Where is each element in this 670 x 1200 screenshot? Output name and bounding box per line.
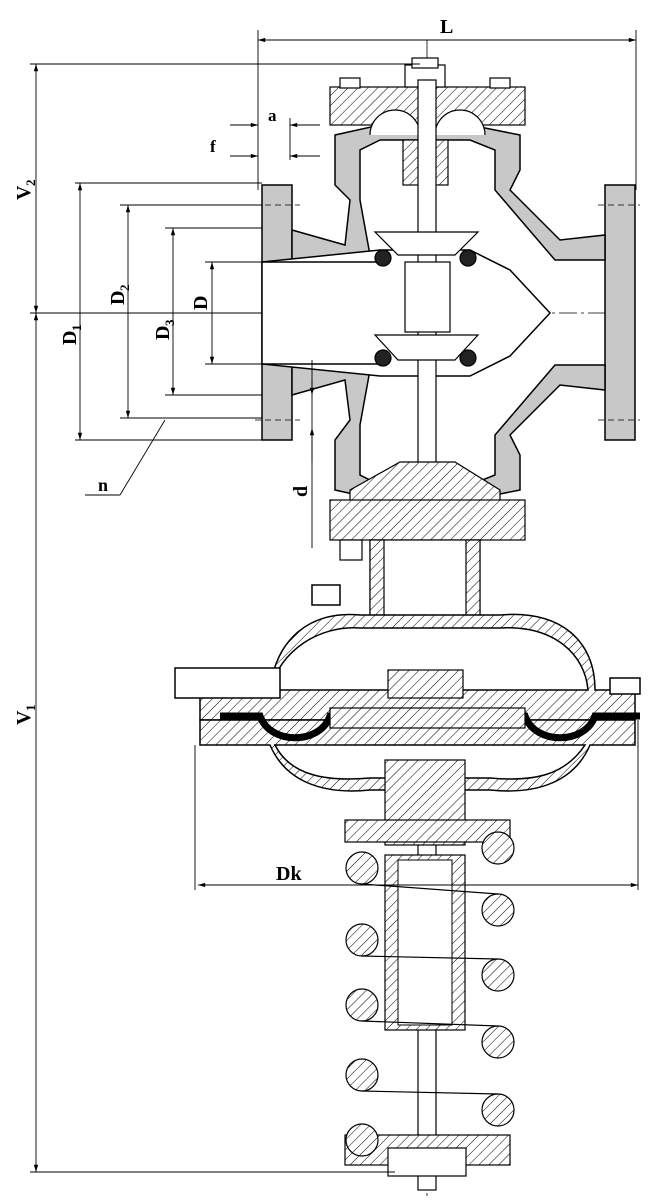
spring-seat-top [344,819,511,843]
label-D1: D [59,331,81,345]
label-L: L [440,16,453,38]
dimension-lines [30,30,639,1173]
label-d: d [290,486,312,497]
label-a: a [268,106,277,125]
lock-nut [387,669,464,699]
label-D1-sub: 1 [69,325,84,332]
label-Dk: Dk [276,863,302,885]
label-D2: D [107,291,129,305]
label-n: n [98,475,108,495]
label-V2-sub: 2 [23,180,38,187]
valve-plugs [373,231,480,367]
label-V1-sub: 1 [23,705,38,712]
label-V1: V [13,710,35,725]
label-D3-sub: 3 [162,319,177,326]
bottom-nut [387,1147,467,1177]
spring-coils [345,831,515,1157]
valve-body [261,124,636,501]
label-D2-sub: 2 [117,285,132,292]
bonnet [329,461,526,631]
label-f: f [210,137,216,156]
diaphragm-plate [329,707,526,729]
label-D: D [190,296,212,310]
label-D3: D [152,326,174,340]
label-V2: V [13,185,35,200]
